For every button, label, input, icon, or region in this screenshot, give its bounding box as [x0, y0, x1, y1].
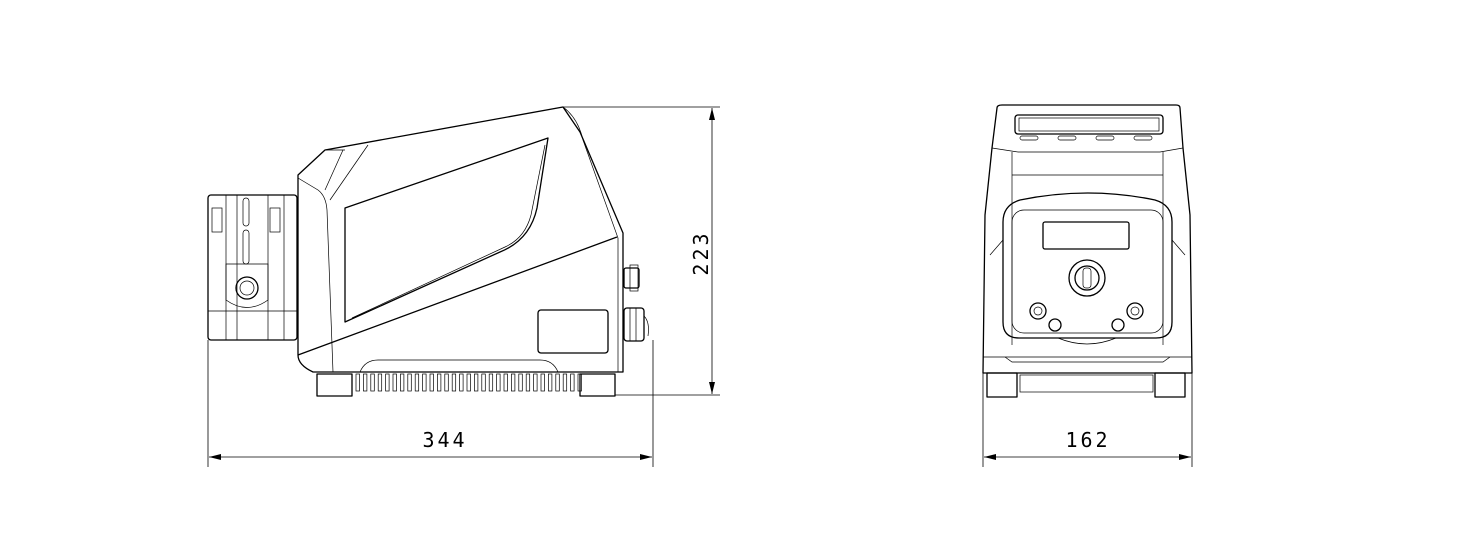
- heat-sink-fin: [451, 373, 457, 392]
- width-label: 162: [1065, 428, 1110, 452]
- heat-sink-fin: [385, 373, 390, 392]
- heat-sink-fin: [444, 373, 449, 392]
- heat-sink-fin: [540, 373, 545, 392]
- connectors-side: [623, 264, 649, 342]
- housing-side: [297, 106, 624, 373]
- display-panel: [1014, 114, 1164, 135]
- side-view: [207, 106, 649, 397]
- heat-sink-fin: [459, 373, 464, 392]
- heat-sink-fin: [437, 373, 442, 392]
- dimension-height: 223: [563, 106, 720, 396]
- heat-sink-fin: [577, 373, 582, 392]
- heat-sink-fin: [414, 373, 420, 392]
- heat-sink-fin: [377, 373, 383, 392]
- heat-sink-fin: [518, 373, 523, 392]
- heat-sink-fin: [400, 373, 405, 392]
- heat-sink-fin: [503, 373, 508, 392]
- heat-sink-fin: [525, 373, 531, 392]
- heat-sink-fin: [466, 373, 471, 392]
- heat-sink-fin: [511, 373, 516, 392]
- heat-sink-fin: [422, 373, 427, 392]
- pump-head-front: [1002, 192, 1173, 345]
- heat-sink-fin: [533, 373, 538, 392]
- heat-sink-fin: [496, 373, 501, 392]
- base-side: [316, 373, 616, 397]
- heat-sink-fin: [548, 373, 553, 392]
- heat-sink-fin: [370, 373, 375, 392]
- heat-sink-fin: [481, 373, 486, 392]
- heat-sink-fin: [429, 373, 434, 392]
- length-label: 344: [422, 428, 467, 452]
- heat-sink-fin: [355, 373, 360, 392]
- heat-sink-fin: [407, 373, 412, 392]
- dimension-width: 162: [982, 373, 1193, 467]
- heat-sink-fin: [562, 373, 568, 392]
- control-buttons: [1019, 135, 1153, 141]
- heat-sink-fin: [488, 373, 494, 392]
- heat-sink-fin: [570, 373, 575, 392]
- heat-sink-fin: [474, 373, 479, 392]
- heat-sink-fin: [363, 373, 368, 392]
- heat-sink-fin: [392, 373, 397, 392]
- front-view: [982, 104, 1193, 398]
- height-label: 223: [689, 230, 713, 275]
- pump-head-side: [207, 194, 298, 341]
- heat-sink-fin: [555, 373, 560, 392]
- dimension-length: 344: [207, 340, 654, 467]
